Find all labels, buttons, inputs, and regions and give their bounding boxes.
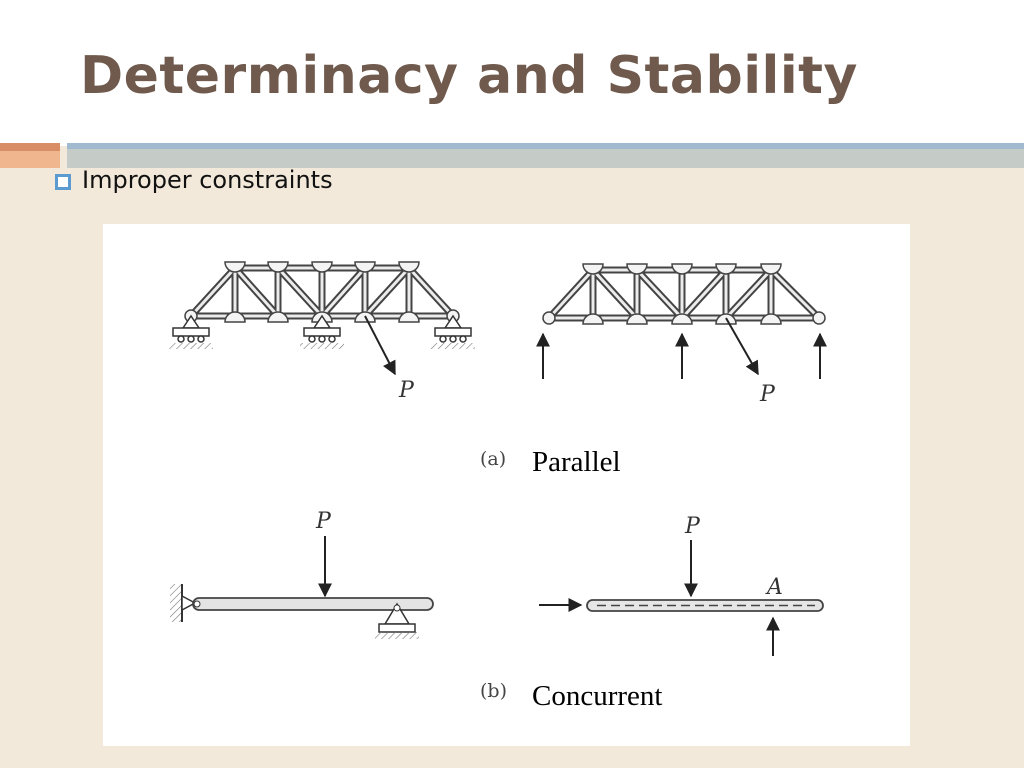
beam-left bbox=[170, 584, 434, 639]
truss-left-inner bbox=[189, 266, 455, 318]
truss-left-supports bbox=[169, 314, 475, 349]
header-rule-grey bbox=[67, 149, 1024, 168]
load-arrow-a-left bbox=[364, 315, 396, 376]
load-label-b-left: P bbox=[316, 509, 331, 534]
slide-title: Determinacy and Stability bbox=[80, 46, 858, 106]
truss-right-gussets bbox=[542, 263, 826, 325]
caption-concurrent: Concurrent bbox=[532, 680, 663, 712]
bar-right bbox=[586, 599, 824, 612]
diagram-figure: P P (a) Parallel P P A (b) Concurrent bbox=[103, 224, 910, 746]
diagram-drawing bbox=[169, 261, 827, 656]
load-label-b-right: P bbox=[685, 514, 700, 539]
header-accent bbox=[0, 151, 60, 168]
square-bullet-icon bbox=[55, 174, 71, 190]
load-label-a-right: P bbox=[760, 382, 775, 407]
point-label-a: A bbox=[767, 575, 783, 600]
header-accent-dark bbox=[0, 143, 60, 151]
load-label-a-left: P bbox=[399, 378, 414, 403]
caption-parallel: Parallel bbox=[532, 446, 621, 478]
bullet-text: Improper constraints bbox=[82, 166, 333, 194]
forces-b-right bbox=[539, 540, 780, 656]
reaction-arrows-a bbox=[536, 332, 827, 379]
header-rule-blue bbox=[67, 143, 1024, 149]
slide-header: Determinacy and Stability bbox=[0, 0, 1024, 146]
figure-label-a: (a) bbox=[480, 448, 507, 470]
figure-label-b: (b) bbox=[480, 680, 507, 702]
load-arrow-a-right bbox=[725, 317, 759, 376]
